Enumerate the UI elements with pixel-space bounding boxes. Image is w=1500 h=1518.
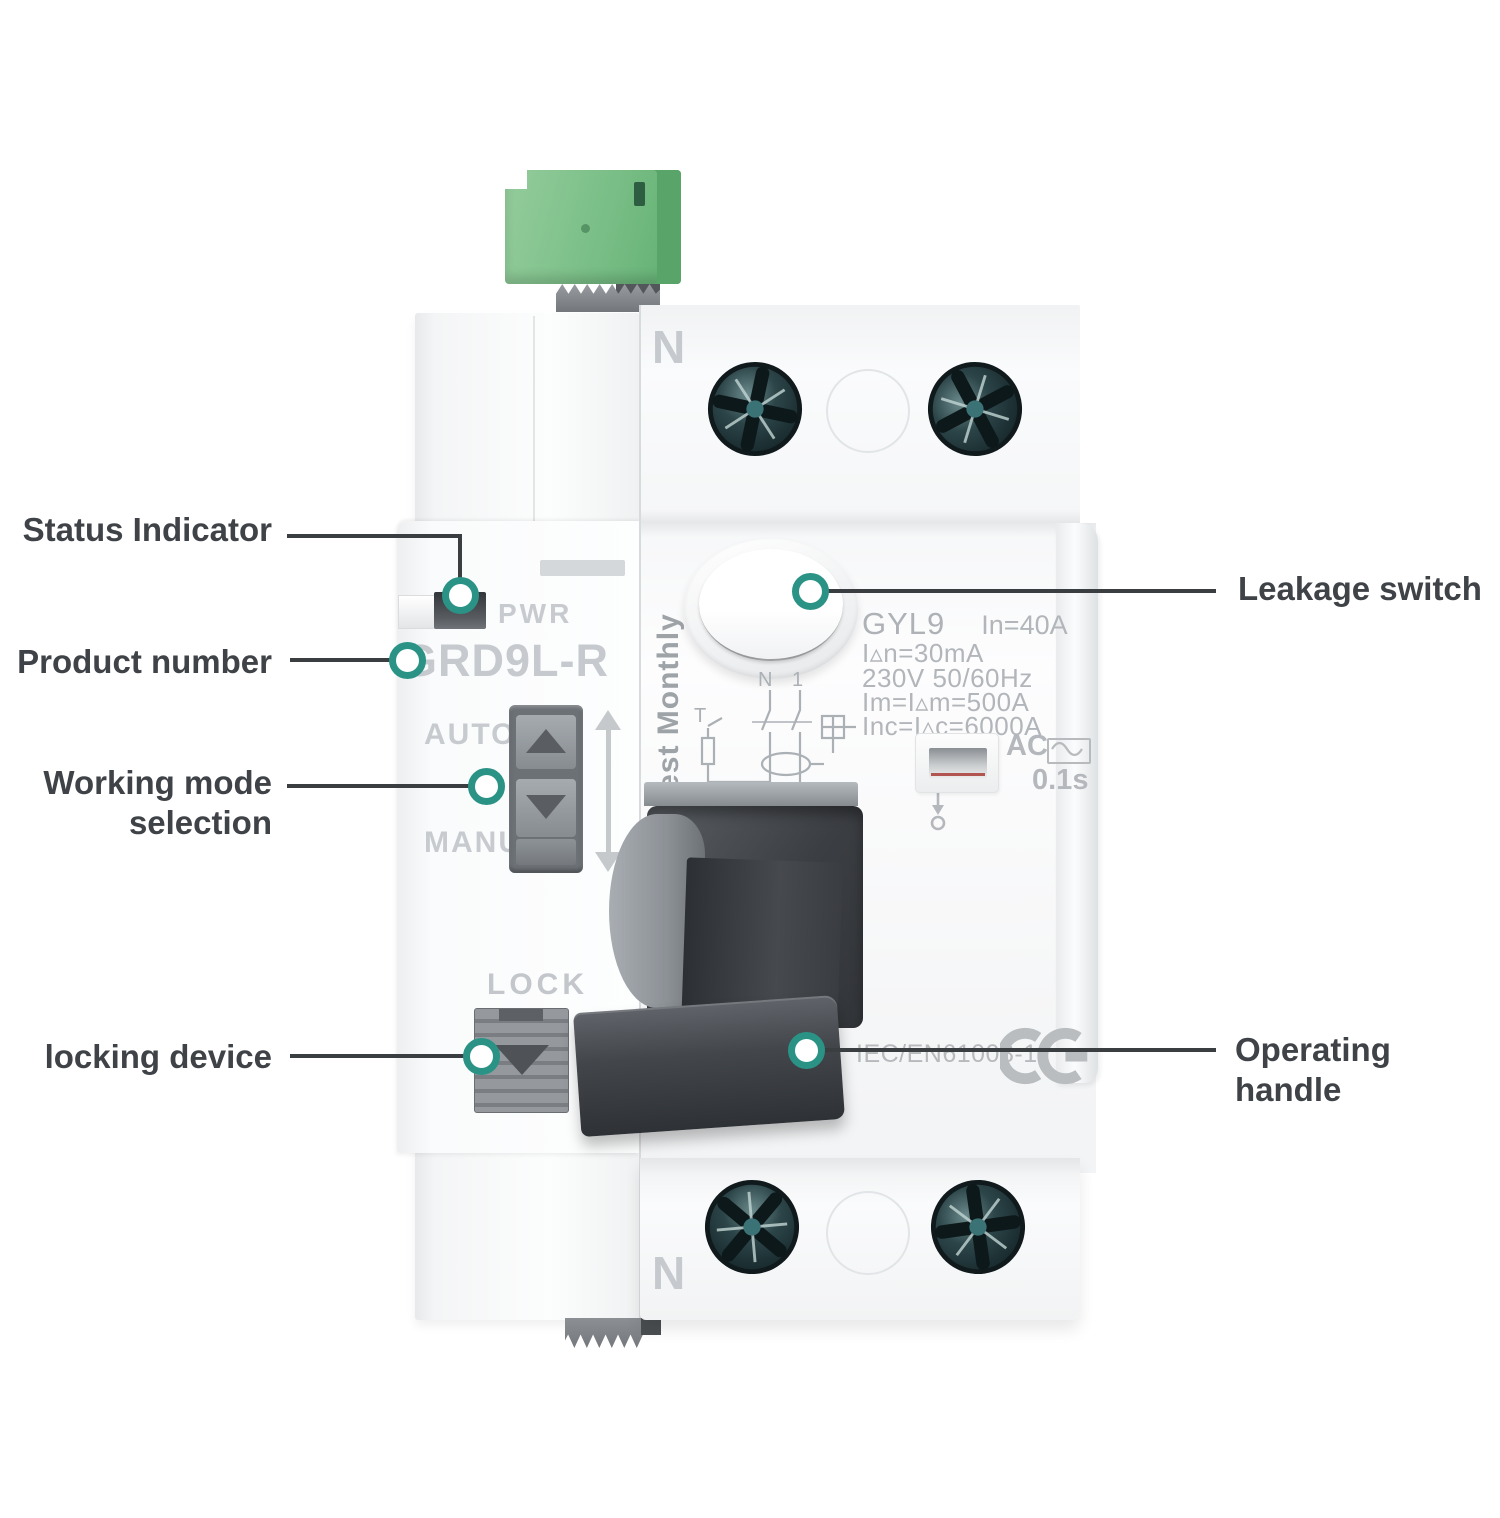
label-operating-handle: Operating handle <box>1235 1031 1391 1108</box>
svg-text:1: 1 <box>792 669 803 691</box>
trip-time-text: 0.1s <box>1032 764 1089 796</box>
plate-bevel <box>640 510 1080 525</box>
test-monthly-note: Test Monthly <box>652 613 685 808</box>
terminal-screw-icon <box>704 1179 800 1275</box>
neutral-terminal-label-bottom: N <box>652 1247 686 1299</box>
spec-line: Im=I▵m=500A <box>862 687 1030 717</box>
lock-arrow-down-icon <box>494 1045 549 1075</box>
plate-bevel <box>640 1158 1080 1174</box>
model-text: GYL9 <box>862 606 946 641</box>
rocker-down-button <box>516 779 576 837</box>
rocker-base <box>516 839 576 865</box>
locking-device-slider <box>474 1008 569 1113</box>
module-seam <box>639 305 641 1318</box>
callout-dot <box>788 1032 825 1069</box>
svg-text:T: T <box>694 705 706 727</box>
label-product-number: Product number <box>17 643 272 680</box>
rocker-up-button <box>516 715 576 769</box>
callout-line <box>287 784 469 788</box>
ac-sine-icon <box>1047 738 1091 764</box>
product-annotation-image: PWR GRD9L-R AUTO MANU LOCK N <box>0 18 1500 1518</box>
label-leakage-switch: Leakage switch <box>1238 570 1482 607</box>
connector-slot <box>634 182 645 206</box>
callout-line <box>290 658 392 662</box>
din-rail-clip-latch <box>641 1318 661 1335</box>
arrow-down-icon <box>526 795 566 819</box>
callout-dot <box>468 768 505 805</box>
label-locking-device: locking device <box>44 1038 272 1075</box>
terminal-screw-icon <box>927 361 1023 457</box>
callout-line <box>828 589 1216 593</box>
callout-line <box>287 534 462 538</box>
connector-notch <box>501 167 527 189</box>
rating-row: GYL9 In=40A <box>862 606 1068 642</box>
callout-line <box>290 1054 465 1058</box>
ce-mark-icon <box>1000 1027 1088 1085</box>
spec-line: I▵n=30mA <box>862 638 984 668</box>
trip-indicator-window <box>929 748 987 779</box>
green-terminal-connector <box>505 170 681 284</box>
decor-stripe <box>540 560 625 576</box>
face-side-spine <box>1056 523 1098 1083</box>
label-working-mode-selection: Working mode selection <box>43 764 272 841</box>
manual-mode-label: MANU <box>424 826 522 859</box>
face-bevel <box>640 523 1096 537</box>
spec-line: 230V 50/60Hz <box>862 663 1033 693</box>
lock-tab <box>499 1009 543 1021</box>
auto-mode-label: AUTO <box>424 718 517 751</box>
terminal-screw-icon <box>930 1179 1026 1275</box>
panel-seam <box>533 316 535 521</box>
callout-dot <box>442 577 479 614</box>
callout-dot <box>389 642 426 679</box>
status-indicator-lens <box>398 595 437 629</box>
double-arrow-icon <box>594 710 622 872</box>
connector-hole <box>581 224 590 233</box>
svg-text:N: N <box>758 669 772 691</box>
callout-line <box>824 1048 1216 1052</box>
arrow-up-icon <box>526 729 566 753</box>
callout-dot <box>463 1038 500 1075</box>
lock-label: LOCK <box>487 968 588 1001</box>
callout-dot <box>792 573 829 610</box>
product-number-text: GRD9L-R <box>402 635 609 686</box>
label-status-indicator: Status Indicator <box>22 511 272 548</box>
neutral-terminal-label-top: N <box>652 321 686 373</box>
callout-line <box>458 534 462 580</box>
din-rail-clip <box>565 1318 643 1348</box>
curve-type-label: AC <box>1006 730 1048 762</box>
terminal-screw-icon <box>707 361 803 457</box>
rated-current-text: In=40A <box>981 610 1068 640</box>
pwr-label: PWR <box>498 598 573 629</box>
guide-circle <box>826 369 910 453</box>
working-mode-rocker-switch <box>509 705 583 873</box>
guide-circle <box>826 1191 910 1275</box>
handle-recess-top-bar <box>644 782 858 806</box>
